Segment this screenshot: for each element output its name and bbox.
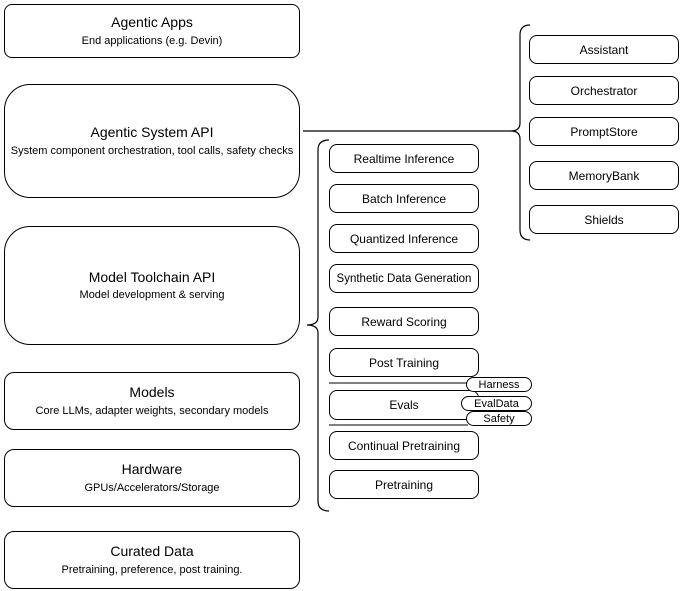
middle-column-brace <box>306 139 330 512</box>
node-title: Curated Data <box>110 543 194 560</box>
node-subtitle: GPUs/Accelerators/Storage <box>84 481 220 494</box>
node-evals: Evals <box>329 390 479 420</box>
node-quantized-inference: Quantized Inference <box>329 224 479 253</box>
node-hardware: Hardware GPUs/Accelerators/Storage <box>4 449 300 507</box>
node-subtitle: System component orchestration, tool cal… <box>10 144 294 157</box>
node-memorybank: MemoryBank <box>529 161 679 190</box>
node-batch-inference: Batch Inference <box>329 184 479 213</box>
node-curated-data: Curated Data Pretraining, preference, po… <box>4 531 300 589</box>
node-title: Model Toolchain API <box>88 268 216 285</box>
node-post-training: Post Training <box>329 348 479 377</box>
node-title: Hardware <box>121 461 183 478</box>
node-assistant: Assistant <box>529 35 679 64</box>
node-subtitle: Model development & serving <box>79 289 225 302</box>
node-pretraining: Pretraining <box>329 470 479 499</box>
node-subtitle: Core LLMs, adapter weights, secondary mo… <box>35 404 269 417</box>
tag-safety: Safety <box>466 411 532 426</box>
node-promptstore: PromptStore <box>529 117 679 146</box>
node-subtitle: End applications (e.g. Devin) <box>81 34 223 47</box>
node-agentic-system-api: Agentic System API System component orch… <box>4 84 300 198</box>
node-title: Models <box>129 384 175 401</box>
node-agentic-apps: Agentic Apps End applications (e.g. Devi… <box>4 4 300 58</box>
node-subtitle: Pretraining, preference, post training. <box>61 563 243 576</box>
right-column-brace <box>510 24 531 241</box>
node-title: Agentic System API <box>90 124 214 141</box>
node-title: Agentic Apps <box>111 14 193 31</box>
node-models: Models Core LLMs, adapter weights, secon… <box>4 372 300 430</box>
tag-evaldata: EvalData <box>461 396 532 411</box>
node-realtime-inference: Realtime Inference <box>329 144 479 173</box>
node-reward-scoring: Reward Scoring <box>329 307 479 336</box>
node-shields: Shields <box>529 205 679 234</box>
tag-harness: Harness <box>466 377 532 392</box>
node-continual-pretraining: Continual Pretraining <box>329 431 479 460</box>
node-orchestrator: Orchestrator <box>529 76 679 105</box>
node-model-toolchain-api: Model Toolchain API Model development & … <box>4 226 300 345</box>
node-synthetic-data-generation: Synthetic Data Generation <box>329 264 479 293</box>
